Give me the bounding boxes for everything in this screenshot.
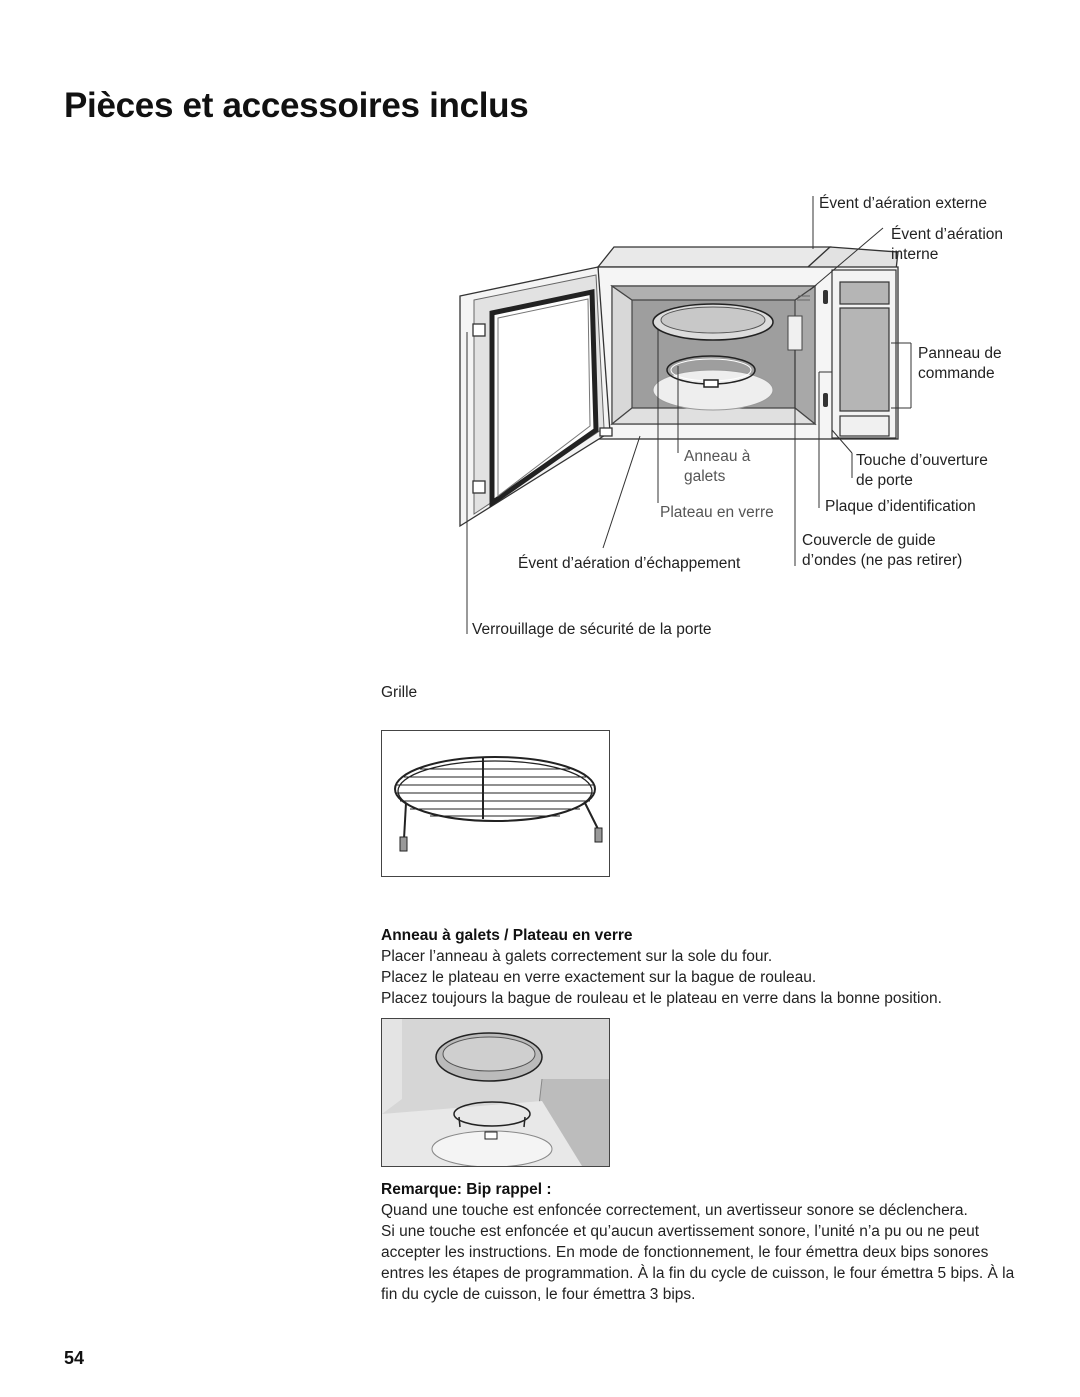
roller-ring-illustration: [666, 355, 756, 388]
grille-rack-icon: [394, 756, 603, 852]
label-roller-ring-1: Anneau à: [684, 448, 751, 465]
latch-hole-top: [823, 290, 828, 304]
glass-tray-illustration: [652, 303, 774, 341]
page-number: 54: [64, 1348, 85, 1368]
leader-lines: [466, 196, 912, 634]
label-vent-internal-2: interne: [891, 246, 939, 263]
note-heading: Remarque: Bip rappel :: [381, 1181, 552, 1198]
label-waveguide-2: d’ondes (ne pas retirer): [802, 552, 963, 569]
control-panel-illustration: [831, 269, 897, 439]
label-door-button-1: Touche d’ouverture: [856, 452, 988, 469]
note-paragraph-2: Si une touche est enfoncée et qu’aucun a…: [381, 1223, 1015, 1303]
grille-image: [381, 730, 610, 877]
tray-ring-illustration: [382, 1019, 609, 1166]
label-waveguide-1: Couvercle de guide: [802, 532, 936, 549]
microwave-diagram: [459, 196, 912, 634]
open-door-illustration: [459, 266, 613, 528]
grille-label: Grille: [381, 684, 418, 701]
waveguide-cover: [787, 315, 803, 351]
label-roller-ring-2: galets: [684, 468, 726, 485]
note-paragraph-1: Quand une touche est enfoncée correcteme…: [381, 1202, 968, 1219]
roller-section-heading: Anneau à galets / Plateau en verre: [381, 927, 633, 944]
latch-hole-bottom: [823, 393, 828, 407]
label-exhaust-vent: Évent d’aération d’échappement: [518, 555, 741, 572]
internal-vent: [797, 295, 810, 301]
label-control-panel-1: Panneau de: [918, 345, 1002, 362]
page-title: Pièces et accessoires inclus: [64, 86, 529, 125]
label-vent-internal-1: Évent d’aération: [891, 226, 1004, 243]
label-vent-external: Évent d’aération externe: [819, 195, 988, 212]
label-door-button-2: de porte: [856, 472, 913, 489]
tray-ring-image: [381, 1018, 610, 1167]
label-door-lock: Verrouillage de sécurité de la porte: [472, 621, 712, 638]
roller-line-3: Placez toujours la bague de rouleau et l…: [381, 990, 942, 1007]
note-text: Quand une touche est enfoncée correcteme…: [381, 1200, 1021, 1305]
roller-section-text: Placer l’anneau à galets correctement su…: [381, 946, 1021, 1009]
label-control-panel-2: commande: [918, 365, 995, 382]
roller-line-1: Placer l’anneau à galets correctement su…: [381, 948, 773, 965]
roller-line-2: Placez le plateau en verre exactement su…: [381, 969, 817, 986]
label-id-plate: Plaque d’identification: [825, 498, 976, 515]
label-glass-tray: Plateau en verre: [660, 504, 774, 521]
